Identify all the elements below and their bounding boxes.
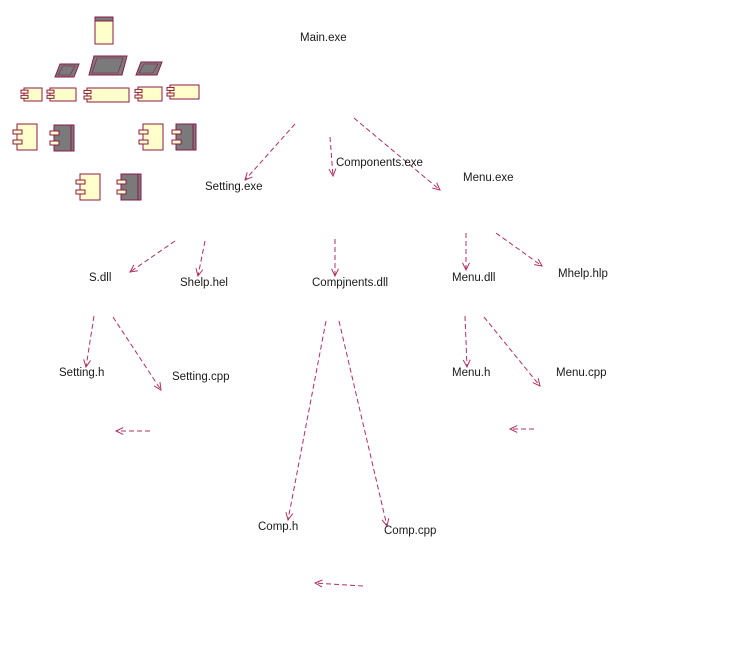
node-components-exe[interactable]: Components.exe [336,157,423,169]
arrow-setting-exe-to-shelp[interactable] [195,240,206,278]
task-spec-icon-1 [49,124,75,152]
arrow-menu-exe-to-mhelp[interactable] [495,232,543,267]
package-body-icon-1 [20,87,43,102]
arrow-menu-dll-to-menu-cpp[interactable] [483,316,541,387]
arrow-s-dll-to-setting-cpp[interactable] [112,316,162,391]
arrow-setting-exe-to-s-dll[interactable] [129,240,176,273]
arrow-components-exe-to-compjnents-dll[interactable] [331,239,339,278]
node-menu-cpp[interactable]: Menu.cpp [556,367,607,379]
node-mhelp-hlp[interactable]: Mhelp.hlp [558,268,608,280]
arrow-stub-right[interactable] [508,425,534,433]
package-body-icon-3 [83,87,130,103]
subprogram-icon-1 [54,63,80,78]
package-body-icon-5 [166,84,200,100]
node-s-dll[interactable]: S.dll [89,272,112,284]
node-compjnents-dll[interactable]: Compjnents.dll [312,277,389,289]
node-comp-cpp[interactable]: Comp.cpp [384,525,437,537]
node-menu-dll[interactable]: Menu.dll [452,272,496,284]
dependency-arrows [83,117,543,588]
arrow-s-dll-to-setting-h[interactable] [83,315,95,369]
arrow-compjnents-dll-to-comp-h[interactable] [285,320,327,522]
component-palette-icons [12,16,200,201]
arrow-stub-left[interactable] [114,427,150,435]
node-setting-h[interactable]: Setting.h [59,367,105,379]
arrow-menu-exe-to-menu-dll[interactable] [462,233,470,272]
task-body-icon-2 [138,123,164,151]
package-body-icon-4 [134,86,163,102]
node-main-exe[interactable]: Main.exe [300,32,347,44]
node-setting-cpp[interactable]: Setting.cpp [172,371,230,383]
subprogram-icon-2 [88,55,128,76]
node-menu-exe[interactable]: Menu.exe [463,172,514,184]
node-shelp-hel[interactable]: Shelp.hel [180,277,228,289]
main-program-icon [94,16,114,45]
arrow-compjnents-dll-to-comp-cpp[interactable] [338,320,390,528]
arrow-main-to-menu-exe[interactable] [353,117,441,191]
arrow-stub-bottom[interactable] [313,579,364,588]
subprogram-icon-3 [135,61,163,76]
task-spec-icon-2 [171,123,197,151]
arrow-main-to-setting-exe[interactable] [244,123,296,181]
arrow-menu-dll-to-menu-h[interactable] [462,315,471,369]
node-comp-h[interactable]: Comp.h [258,521,299,533]
arrow-main-to-components-exe[interactable] [328,136,337,178]
node-menu-h[interactable]: Menu.h [452,367,491,379]
package-body-icon-2 [46,87,77,102]
task-body-icon-1 [12,123,38,151]
database-icon-2 [116,173,142,201]
node-setting-exe[interactable]: Setting.exe [205,181,263,193]
database-icon-1 [75,173,101,201]
